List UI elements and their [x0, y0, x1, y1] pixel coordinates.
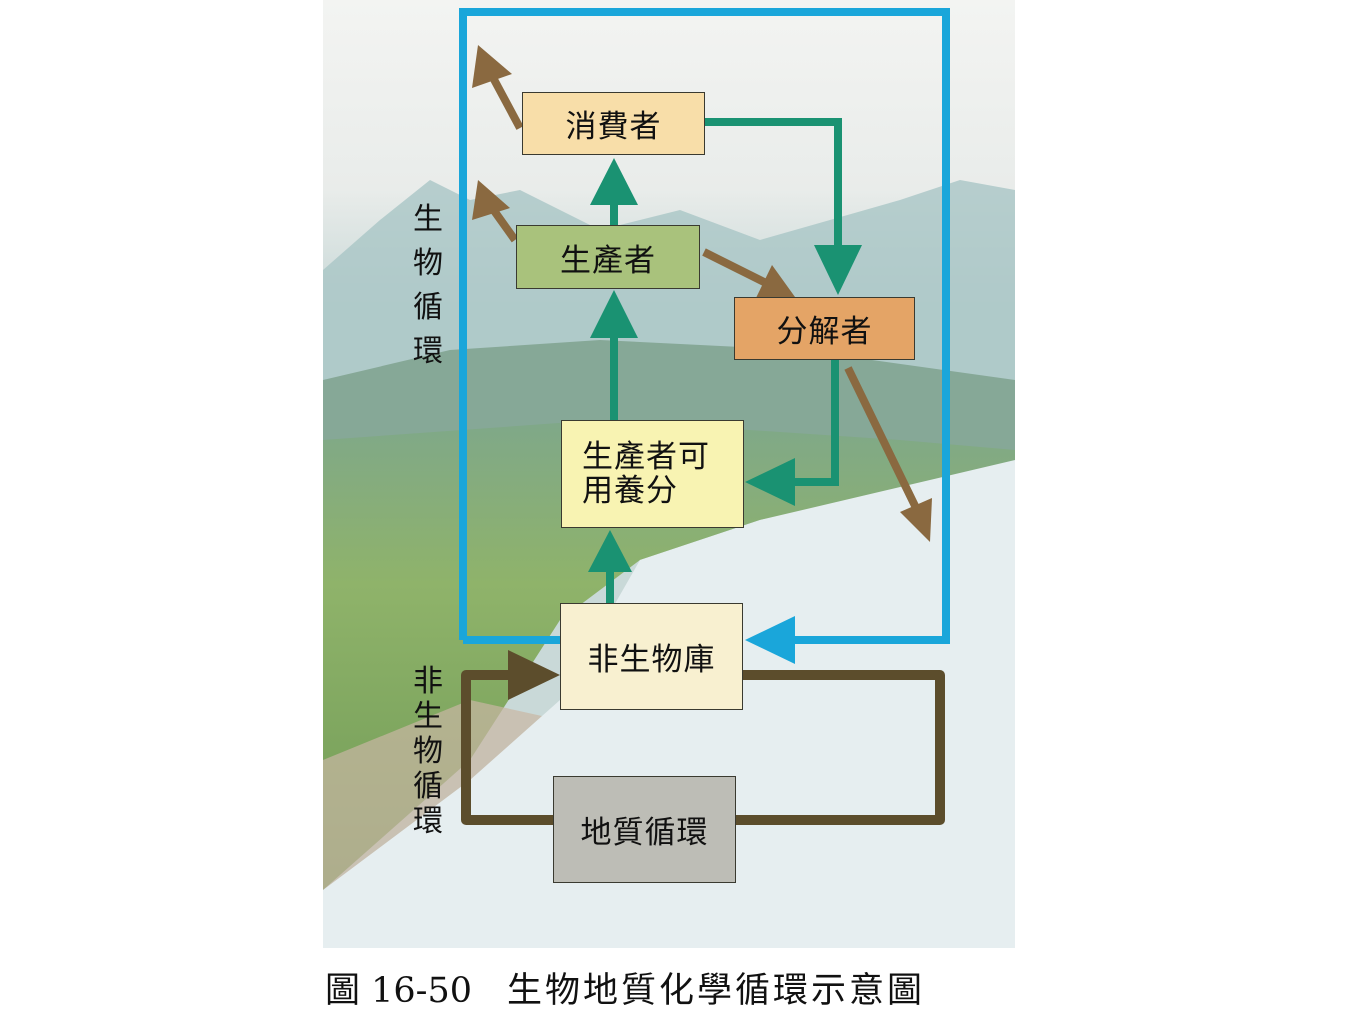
available-nutrients-box: 生產者可用養分: [561, 420, 744, 528]
nutrients-label-line1: 生產者可: [582, 439, 710, 475]
consumer-label: 消費者: [565, 109, 662, 145]
loss-arrows: [472, 45, 932, 542]
decomposer-label: 分解者: [776, 314, 873, 350]
producer-to-decomposer-arrow: [755, 265, 795, 300]
decomposer-to-nutrients-arrow: [745, 458, 795, 506]
geologic-cycle-label: 地質循環: [580, 815, 709, 851]
decomposer-outflow-arrow: [900, 498, 932, 542]
biotic-cycle-frame: [459, 8, 950, 664]
abiotic-pool-box: 非生物庫: [560, 603, 743, 710]
consumer-box: 消費者: [522, 92, 705, 155]
geo-input-arrow: [508, 650, 560, 700]
consumer-to-decomposer-arrow: [814, 245, 862, 295]
figure-number: 圖 16-50: [325, 971, 473, 1011]
producer-box: 生產者: [516, 225, 700, 289]
producer-label: 生產者: [560, 242, 656, 279]
geologic-cycle-box: 地質循環: [553, 776, 736, 883]
abiotic-pool-label: 非生物庫: [587, 642, 716, 678]
biotic-cycle-label: 生物循環: [413, 202, 443, 369]
figure-caption: 圖 16-50 生物地質化學循環示意圖: [325, 962, 925, 1013]
biotic-arrows: [588, 118, 862, 603]
consumer-outflow-arrow: [472, 45, 512, 88]
abiotic-cycle-label: 非生物循環: [413, 664, 443, 839]
abiotic-to-nutrients-arrow: [588, 530, 632, 572]
producer-to-consumer-arrow: [590, 158, 638, 205]
abiotic-return-arrow: [745, 616, 795, 664]
figure-title: 生物地質化學循環示意圖: [507, 971, 926, 1011]
decomposer-box: 分解者: [734, 297, 915, 360]
nutrients-label-line2: 用養分: [582, 473, 678, 509]
nutrients-to-producer-arrow: [590, 290, 638, 338]
producer-outflow-arrow: [472, 180, 510, 220]
